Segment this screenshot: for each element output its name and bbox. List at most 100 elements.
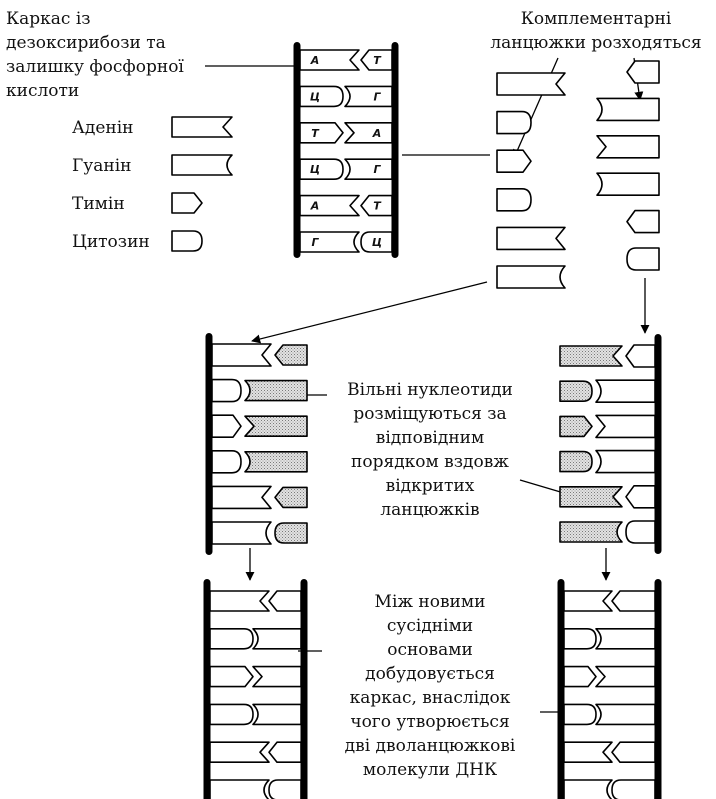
parent-left-base xyxy=(300,50,359,70)
daughter-dna-left xyxy=(204,579,308,799)
parent-left-letter: А xyxy=(310,54,320,67)
daughter-right-original-base xyxy=(596,629,655,649)
backbone-label-line-4: кислоти xyxy=(6,81,79,101)
separated-left-base xyxy=(497,150,531,172)
parent-right-base xyxy=(345,86,392,106)
backbone-label: Каркас із дезоксирибози та залишку фосфо… xyxy=(6,9,184,101)
daughter-left-new-base xyxy=(253,629,301,649)
parent-right-base xyxy=(345,159,392,179)
replicating-left-free-nucleotide xyxy=(275,523,307,543)
separate-label-line-1: Комплементарні xyxy=(521,9,672,29)
free-label-line-5: відкритих xyxy=(386,476,475,496)
backbone-label-line-3: залишку фосфорної xyxy=(6,57,184,77)
daughter-right-new-base xyxy=(564,780,612,799)
replicating-left-original-base xyxy=(212,380,241,402)
daughter-left-new-base xyxy=(269,780,301,799)
separated-strand-right xyxy=(597,61,659,270)
build-label-line-7: дві дволанцюжкові xyxy=(345,736,516,756)
daughter-right-original-base xyxy=(596,704,655,724)
daughter-left-original-base xyxy=(210,629,253,649)
replicating-right-original-base xyxy=(596,451,655,473)
free-label-line-3: відповідним xyxy=(376,428,484,448)
free-label-line-1: Вільні нуклеотиди xyxy=(347,380,513,400)
legend-cytosine-shape xyxy=(172,231,202,251)
daughter-right-new-base xyxy=(564,704,596,724)
replicating-right-original-base xyxy=(596,415,655,437)
replicating-right-free-nucleotide xyxy=(560,381,592,401)
replicating-left-free-nucleotide xyxy=(245,381,307,401)
legend-thymine-label: Тимін xyxy=(72,194,125,214)
replicating-strand-right xyxy=(560,334,662,554)
legend-cytosine-label: Цитозин xyxy=(72,232,150,252)
daughter-right-original-base xyxy=(612,742,655,762)
daughter-left-new-base xyxy=(269,742,301,762)
daughter-right-new-base xyxy=(564,591,612,611)
separate-label: Комплементарні ланцюжки розходяться xyxy=(490,9,701,53)
parent-right-base xyxy=(345,123,392,143)
parent-left-base xyxy=(300,159,343,179)
build-label-line-1: Між новими xyxy=(375,592,486,612)
replicating-strand-left xyxy=(206,333,308,555)
replicating-right-free-nucleotide xyxy=(560,487,622,507)
replicating-right-original-base xyxy=(596,380,655,402)
parent-right-letter: Ц xyxy=(372,236,382,249)
daughter-left-original-base xyxy=(210,704,253,724)
free-label-line-4: порядком вздовж xyxy=(351,452,509,472)
replicating-left-original-base xyxy=(212,486,271,508)
build-label-line-8: молекули ДНК xyxy=(363,760,497,780)
build-label-line-3: основами xyxy=(387,640,473,660)
replicating-left-free-nucleotide xyxy=(245,452,307,472)
daughter-right-new-base xyxy=(564,667,596,687)
legend-thymine-shape xyxy=(172,193,202,213)
replicating-left-original-base xyxy=(212,522,271,544)
parent-left-letter: Ц xyxy=(310,163,320,176)
parent-left-base xyxy=(300,232,359,252)
legend-shapes xyxy=(172,117,232,251)
replicating-left-free-nucleotide xyxy=(275,487,307,507)
legend-adenine-label: Аденін xyxy=(72,118,134,138)
daughter-left-original-base xyxy=(210,591,269,611)
daughter-dna-right xyxy=(558,579,662,799)
daughter-right-new-backbone-rail xyxy=(558,579,565,799)
parent-left-base xyxy=(300,196,359,216)
daughter-left-new-base xyxy=(253,704,301,724)
replicating-left-free-nucleotide xyxy=(245,416,307,436)
separated-right-base xyxy=(627,211,659,233)
legend-guanine-label: Гуанін xyxy=(72,156,132,176)
daughter-right-old-backbone-rail xyxy=(655,579,662,799)
legend-guanine-shape xyxy=(172,155,232,175)
daughter-left-original-base xyxy=(210,742,269,762)
legend-adenine-shape xyxy=(172,117,232,137)
parent-left-letter: Г xyxy=(311,236,319,249)
parent-left-base xyxy=(300,86,343,106)
daughter-right-original-base xyxy=(596,667,655,687)
build-label-line-6: чого утворюється xyxy=(350,712,509,732)
replicating-right-original-base xyxy=(626,521,655,543)
parent-right-letter: Г xyxy=(373,90,381,103)
parent-left-letter: Ц xyxy=(310,90,320,103)
replicating-right-free-nucleotide xyxy=(560,416,592,436)
replicating-right-free-nucleotide xyxy=(560,452,592,472)
daughter-left-new-base xyxy=(269,591,301,611)
separated-right-base xyxy=(597,136,659,158)
free-label-line-6: ланцюжків xyxy=(380,500,479,520)
free-label-line-2: розміщуються за xyxy=(353,404,506,424)
right-backbone-rail xyxy=(392,42,399,258)
parent-left-base xyxy=(300,123,343,143)
daughter-right-original-base xyxy=(612,591,655,611)
separated-left-base xyxy=(497,73,565,95)
replicating-left-free-nucleotide xyxy=(275,345,307,365)
daughter-left-original-base xyxy=(210,667,253,687)
replicating-right-original-base xyxy=(626,345,655,367)
backbone-label-line-2: дезоксирибози та xyxy=(6,33,166,53)
build-label-line-5: каркас, внаслідок xyxy=(350,688,511,708)
legend: Аденін Гуанін Тимін Цитозин xyxy=(72,117,232,252)
build-label-line-2: сусідніми xyxy=(387,616,473,636)
replicating-right-original-base xyxy=(626,486,655,508)
separated-right-base xyxy=(597,173,659,195)
replicating-left-original-base xyxy=(212,415,241,437)
free-nucleotides-label: Вільні нуклеотиди розміщуються за відпов… xyxy=(347,380,513,520)
separated-left-base xyxy=(497,189,531,211)
